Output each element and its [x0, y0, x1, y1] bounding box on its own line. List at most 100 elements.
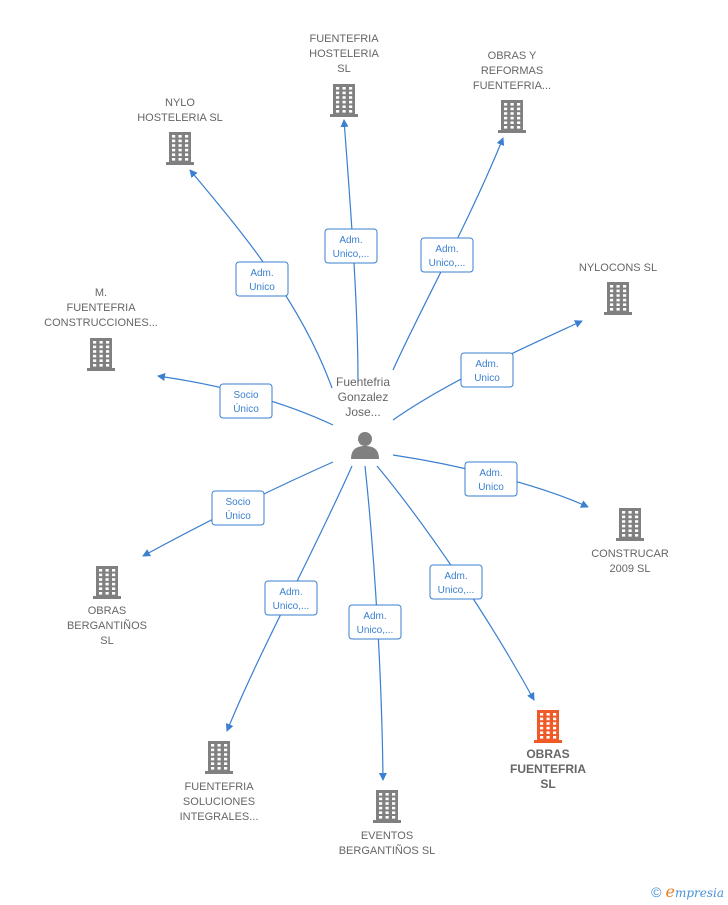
edge-label-line: Adm. — [435, 244, 458, 255]
company-label-line: SL — [540, 777, 555, 791]
edge-nylocons: Adm. Unico — [392, 320, 583, 421]
edge-label-line: Unico — [478, 482, 504, 493]
edge-label-line: Adm. — [279, 587, 302, 598]
edge-label-box — [348, 604, 402, 640]
edge-label-obras-y-reformas[interactable]: Adm. Unico,... — [420, 237, 474, 273]
company-label-line: INTEGRALES... — [180, 811, 259, 823]
edge-eventos-bergantinos: Adm. Unico,... — [348, 465, 402, 781]
edge-label-line: Adm. — [339, 235, 362, 246]
company-node-m-fuentefria[interactable]: M. FUENTEFRIA CONSTRUCCIONES... — [44, 287, 158, 371]
edge-obras-y-reformas: Adm. Unico,... — [392, 137, 505, 371]
edge-fuentefria-soluciones: Adm. Unico,... — [225, 465, 353, 732]
company-label-line: SL — [100, 635, 113, 647]
edge-label-line: Unico,... — [273, 601, 310, 612]
company-label-line: REFORMAS — [481, 65, 543, 77]
building-icon — [498, 100, 526, 133]
company-label-line: FUENTEFRIA — [66, 302, 136, 314]
company-label-line: 2009 SL — [610, 563, 651, 575]
building-icon — [616, 508, 644, 541]
building-icon — [330, 84, 358, 117]
nodes-layer: FUENTEFRIA HOSTELERIA SL OBRAS Y REFORMAS FUE… — [44, 33, 669, 857]
edge-label-eventos-bergantinos[interactable]: Adm. Unico,... — [348, 604, 402, 640]
company-node-fuentefria-hosteleria[interactable]: FUENTEFRIA HOSTELERIA SL — [309, 33, 380, 117]
edge-label-box — [460, 352, 514, 388]
edge-label-construcar[interactable]: Adm. Unico — [464, 461, 518, 497]
company-node-nylocons[interactable]: NYLOCONS SL — [579, 262, 657, 315]
center-name-line-1: Fuentefria — [336, 375, 390, 389]
edge-label-box — [219, 383, 273, 419]
edge-label-line: Único — [225, 509, 251, 522]
building-icon — [373, 790, 401, 823]
edge-label-box — [264, 580, 318, 616]
edge-label-fuentefria-soluciones[interactable]: Adm. Unico,... — [264, 580, 318, 616]
company-label-line: CONSTRUCAR — [591, 548, 669, 560]
edge-label-line: Unico,... — [438, 585, 475, 596]
edge-construcar: Adm. Unico — [392, 454, 589, 508]
building-icon — [166, 132, 194, 165]
center-name-line-2: Gonzalez — [338, 390, 389, 404]
edge-label-line: Adm. — [250, 268, 273, 279]
edge-label-fuentefria-hosteleria[interactable]: Adm. Unico,... — [324, 228, 378, 264]
edge-label-line: Único — [233, 402, 259, 415]
edge-label-box — [235, 261, 289, 297]
company-label-line: BERGANTIÑOS SL — [339, 844, 436, 857]
edge-label-line: Socio — [225, 497, 250, 508]
edge-label-obras-fuentefria[interactable]: Adm. Unico,... — [429, 564, 483, 600]
company-label-line: OBRAS — [526, 747, 569, 761]
company-label-line: FUENTEFRIA — [510, 762, 586, 776]
edge-label-line: Adm. — [444, 571, 467, 582]
company-node-fuentefria-soluciones[interactable]: FUENTEFRIA SOLUCIONES INTEGRALES... — [180, 741, 259, 823]
edge-obras-fuentefria: Adm. Unico,... — [376, 465, 535, 701]
edge-label-box — [420, 237, 474, 273]
copyright-icon: © — [651, 884, 662, 900]
company-label-line: NYLOCONS SL — [579, 262, 657, 274]
edge-label-box — [464, 461, 518, 497]
company-node-nylo-hosteleria[interactable]: NYLO HOSTELERIA SL — [137, 97, 223, 165]
company-label-line: HOSTELERIA SL — [137, 112, 223, 124]
company-label-line: EVENTOS — [361, 830, 413, 842]
company-label-line: SOLUCIONES — [183, 796, 255, 808]
edge-label-line: Unico,... — [333, 249, 370, 260]
edge-nylo-hosteleria: Adm.Unico — [189, 169, 333, 389]
company-label-line: FUENTEFRIA — [309, 33, 379, 45]
company-label-line: SL — [337, 63, 350, 75]
building-icon — [205, 741, 233, 774]
edge-label-line: Adm. — [475, 359, 498, 370]
company-label-line: NYLO — [165, 97, 195, 109]
company-node-obras-y-reformas[interactable]: OBRAS Y REFORMAS FUENTEFRIA... — [473, 50, 551, 133]
building-icon — [534, 710, 562, 743]
building-icon — [604, 282, 632, 315]
company-label-line: FUENTEFRIA... — [473, 80, 551, 92]
edge-label-line: Unico,... — [429, 258, 466, 269]
edge-label-line: Unico — [474, 373, 500, 384]
company-label-line: FUENTEFRIA — [184, 781, 254, 793]
person-icon — [351, 432, 379, 459]
edge-label-line: Adm. — [479, 468, 502, 479]
company-node-eventos-bergantinos[interactable]: EVENTOS BERGANTIÑOS SL — [339, 790, 436, 857]
company-label-line: BERGANTIÑOS — [67, 619, 147, 632]
company-label-line: CONSTRUCCIONES... — [44, 317, 158, 329]
edge-label-box — [429, 564, 483, 600]
company-label-line: M. — [95, 287, 107, 299]
edges-layer: Adm.Unico,...Adm.Unico,...Adm.UnicoAdm.U… — [142, 119, 589, 781]
brand-logo[interactable]: ©empresia — [651, 882, 724, 901]
edge-label-nylo-hosteleria[interactable]: Adm.Unico — [235, 261, 289, 297]
company-label-line: OBRAS Y — [488, 50, 537, 62]
company-label-line: HOSTELERIA — [309, 48, 379, 60]
center-person-node[interactable]: Fuentefria Gonzalez Jose... — [336, 375, 390, 459]
company-node-construcar[interactable]: CONSTRUCAR 2009 SL — [591, 508, 669, 575]
building-icon — [87, 338, 115, 371]
center-name-line-3: Jose... — [345, 405, 380, 419]
edge-label-nylocons[interactable]: Adm. Unico — [460, 352, 514, 388]
edge-label-box — [324, 228, 378, 264]
edge-label-line: Adm. — [363, 611, 386, 622]
edge-label-line: Unico,... — [357, 625, 394, 636]
edge-label-line: Socio — [233, 390, 258, 401]
